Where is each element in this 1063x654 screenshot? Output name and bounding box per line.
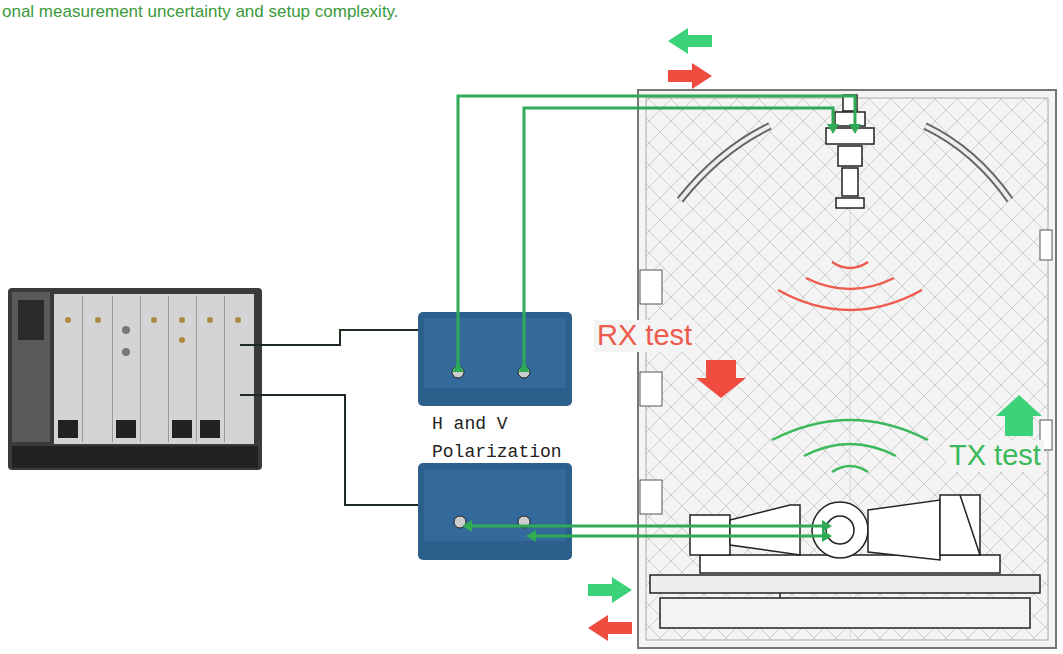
cable-arrowhead: [827, 124, 839, 134]
control-wire: [240, 330, 418, 505]
cable-arrowhead: [526, 530, 536, 542]
pxi-chassis: [235, 317, 241, 323]
pxi-chassis: [8, 288, 262, 470]
anechoic-chamber: [925, 126, 1010, 200]
rf-head-unit: [418, 312, 572, 406]
anechoic-chamber: [640, 372, 662, 406]
measurement-antenna: [836, 198, 864, 208]
dut-positioner: [868, 500, 940, 560]
cable-arrowhead: [462, 520, 472, 532]
pxi-chassis: [8, 288, 262, 470]
pxi-chassis: [82, 296, 83, 442]
measurement-antenna: [838, 146, 862, 166]
direction-arrow: [588, 28, 1042, 641]
pxi-chassis: [168, 296, 169, 442]
pxi-chassis: [200, 420, 220, 438]
anechoic-chamber: [640, 480, 662, 514]
dut-positioner: [700, 555, 1000, 573]
pxi-chassis: [116, 420, 136, 438]
pxi-chassis: [58, 420, 78, 438]
cable-arrowhead: [452, 362, 464, 372]
pxi-chassis: [12, 292, 50, 442]
pxi-chassis: [140, 296, 141, 442]
dut-positioner: [660, 598, 1030, 628]
pxi-chassis: [112, 296, 113, 442]
pxi-chassis: [151, 317, 157, 323]
dut-positioner: [940, 495, 980, 555]
polarization-label: H and V Polarization: [432, 410, 582, 466]
rx-waves: [832, 262, 868, 268]
dut-positioner: [730, 505, 800, 555]
pxi-chassis: [179, 317, 185, 323]
test-label: RX test: [594, 320, 695, 352]
tx-waves: [772, 420, 928, 472]
dut-positioner: [650, 575, 1040, 593]
cable-arrowhead: [518, 362, 530, 372]
anechoic-chamber: [646, 98, 1048, 640]
rx-waves: [778, 290, 922, 310]
rf-cable: [466, 525, 825, 528]
dut-positioner: [826, 516, 854, 544]
direction-arrow: [696, 360, 746, 398]
rf-head-unit: [418, 463, 572, 560]
anechoic-chamber: [640, 270, 662, 304]
dut-positioner: [960, 495, 980, 555]
rf-cable: [530, 535, 825, 538]
pxi-chassis: [179, 337, 185, 343]
pxi-chassis: [65, 317, 71, 323]
cable-arrowhead: [849, 124, 861, 134]
control-wire: [240, 330, 418, 345]
direction-arrow: [588, 577, 632, 603]
rf-head-unit: [424, 469, 566, 541]
rf-head-unit: [418, 312, 572, 560]
pxi-chassis: [18, 300, 44, 340]
rf-head-unit: [424, 318, 566, 388]
tx-waves: [804, 444, 896, 456]
cable-arrowhead: [452, 124, 861, 542]
anechoic-chamber: [638, 90, 1056, 648]
pxi-chassis: [122, 326, 130, 334]
measurement-antenna: [835, 112, 865, 126]
dut-positioner: [812, 502, 868, 558]
rf-cable: [458, 96, 855, 536]
caption-fragment: onal measurement uncertainty and setup c…: [2, 2, 399, 22]
tx-waves: [772, 420, 928, 440]
direction-arrow: [588, 615, 632, 641]
pxi-chassis: [172, 420, 192, 438]
pxi-chassis: [207, 317, 213, 323]
direction-arrow: [668, 63, 712, 89]
pxi-chassis: [12, 446, 258, 468]
rx-waves: [778, 262, 922, 310]
dut-positioner: [779, 593, 781, 598]
rf-cable: [458, 96, 855, 365]
anechoic-chamber: [638, 90, 1056, 648]
cable-arrowhead: [822, 530, 832, 542]
rf-cable: [524, 108, 833, 365]
tx-waves: [832, 466, 868, 472]
anechoic-chamber: [680, 126, 770, 200]
pxi-chassis: [224, 296, 225, 442]
anechoic-chamber: [680, 126, 770, 200]
cable-arrowhead: [822, 520, 832, 532]
rx-waves: [806, 278, 894, 289]
pxi-chassis: [196, 296, 197, 442]
anechoic-chamber: [1040, 230, 1052, 260]
anechoic-chamber: [925, 126, 1010, 200]
direction-arrow: [996, 395, 1042, 436]
direction-arrow: [668, 28, 712, 54]
pxi-chassis: [54, 294, 254, 444]
test-label: TX test: [946, 440, 1044, 472]
pxi-chassis: [122, 348, 130, 356]
dut-positioner: [650, 495, 1040, 628]
measurement-antenna: [842, 168, 858, 196]
control-wire: [240, 395, 418, 505]
pxi-chassis: [95, 317, 101, 323]
